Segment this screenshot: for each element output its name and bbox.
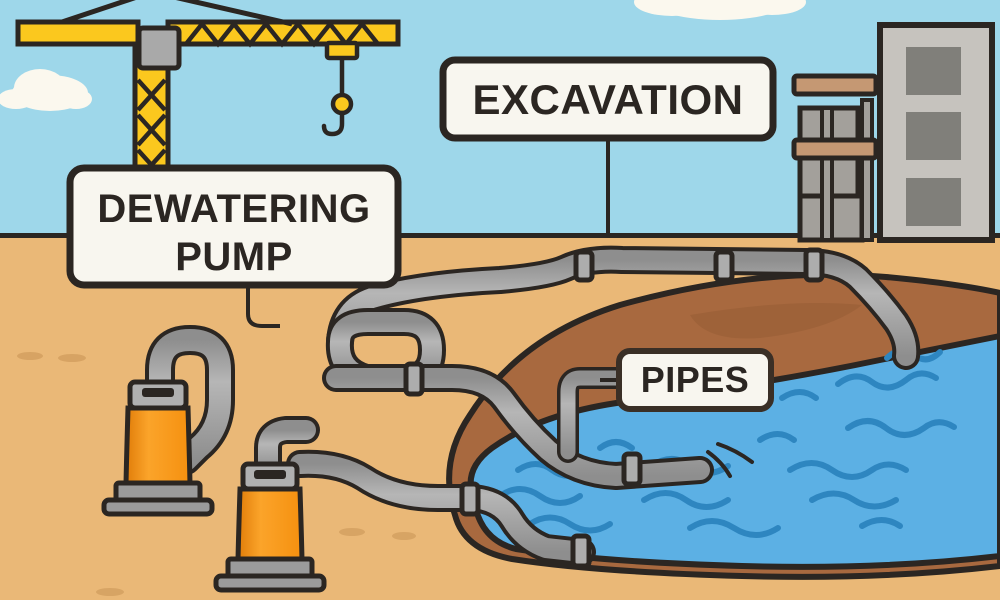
label-dewatering-pump-line2: PUMP (175, 235, 293, 279)
pump-2-handle-slot (254, 470, 286, 479)
dewatering-pump-2 (213, 416, 327, 593)
label-dewatering-pump-line1: DEWATERING (97, 187, 370, 231)
crane-trolley (324, 40, 360, 61)
pump-2-base-lower (213, 573, 327, 593)
building-window-3 (906, 178, 961, 226)
ground-horizon-line (0, 233, 1000, 238)
pump-2-body (235, 486, 305, 565)
scaffold-plank-top (791, 73, 879, 97)
building-window-1 (906, 47, 961, 95)
label-dewatering-pump-box (66, 164, 402, 289)
building-under-construction (791, 22, 995, 243)
cloud-top (634, 0, 806, 20)
label-excavation-box (439, 56, 777, 142)
label-pipes-text: PIPES (641, 359, 750, 400)
cloud-left (0, 69, 92, 111)
scaffold-plank-bottom (791, 137, 879, 161)
dewatering-pump-1 (101, 325, 235, 517)
dewatering-label-connector (246, 285, 280, 328)
pump-1-base-lower (101, 497, 215, 517)
water-splash (706, 442, 754, 478)
discharge-pipes (209, 245, 921, 569)
label-pipes-box (616, 348, 774, 412)
pipe-joints (209, 247, 825, 569)
building-window-2 (906, 112, 961, 160)
crane-hook (330, 92, 354, 116)
label-dewatering-pump[interactable]: DEWATERING PUMP (66, 164, 402, 289)
pump-1-handle-slot (142, 388, 174, 397)
pit-soil-shadow (690, 302, 862, 339)
label-pipes[interactable]: PIPES (616, 348, 774, 412)
pump-1-body (123, 405, 193, 489)
label-excavation-text: EXCAVATION (472, 76, 743, 123)
label-excavation[interactable]: EXCAVATION (439, 56, 777, 142)
excavation-pit (446, 271, 1000, 580)
crane-cab (136, 25, 182, 71)
